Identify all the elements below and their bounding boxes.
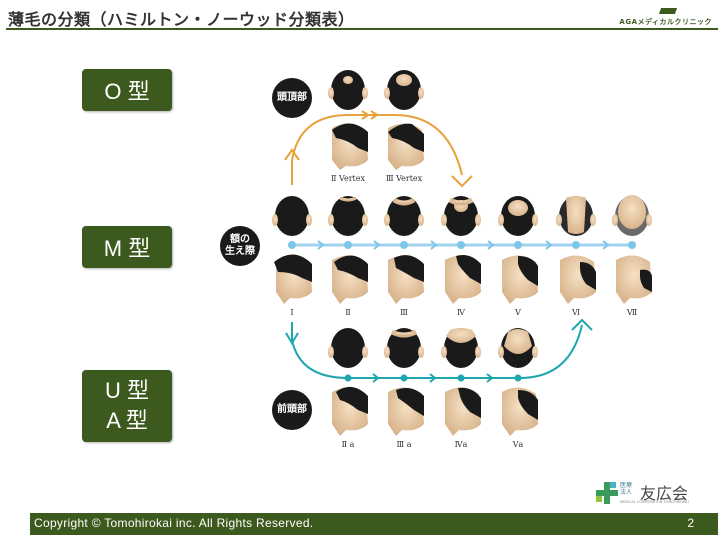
crown-label: 頭頂部: [272, 78, 312, 118]
top-view-anterior-3: [384, 328, 424, 368]
top-view-anterior-4: [441, 328, 481, 368]
vertex-arrow-mid-head: [361, 110, 370, 120]
side-view-stage-3: [388, 255, 424, 304]
stage-label-5: Ⅴ: [515, 308, 521, 317]
page-title: 薄毛の分類（ハミルトン・ノーウッド分類表）: [8, 10, 355, 29]
stage-label-1: Ⅰ: [290, 308, 294, 317]
top-view-stage-1: [272, 196, 312, 236]
front-label: 前頭部: [272, 390, 312, 430]
stage-label-4: Ⅳ: [457, 308, 465, 317]
side-view-anterior-2: [332, 386, 368, 436]
vertex-arrow-end-head: [451, 175, 473, 188]
hairline-progression-chevrons: [317, 240, 610, 250]
hairline-label-line2: 生え際: [225, 246, 255, 257]
hairline-label-line1: 額の: [230, 234, 250, 245]
top-view-stage-5: [498, 196, 538, 236]
top-view-anterior-5: [498, 328, 538, 368]
top-view-stage-3: [384, 196, 424, 236]
stage-label-vertex-3: Ⅲ Vertex: [385, 174, 423, 183]
page-number: 2: [687, 516, 694, 530]
hairline-progression-dots: [288, 241, 636, 249]
footer-bar: [30, 513, 718, 535]
type-o-label: O 型: [82, 69, 172, 111]
stage-label-7: Ⅶ: [626, 308, 638, 317]
stage-label-anterior-4: Ⅳa: [454, 440, 468, 449]
top-view-stage-6: [556, 196, 596, 236]
org-logo: 医療 法人 友広会 MEDICAL CORPORATION TOMOHIROKA…: [596, 480, 696, 508]
side-view-vertex-2: [332, 123, 368, 170]
type-a-label: A 型: [106, 408, 148, 433]
org-corp-label: 医療 法人: [620, 482, 633, 496]
stage-label-anterior-5: Ⅴa: [512, 440, 524, 449]
side-view-stage-6: [560, 255, 596, 304]
stage-label-anterior-3: Ⅲ a: [396, 440, 412, 449]
top-view-vertex-3: [384, 70, 424, 110]
stage-label-vertex-2: Ⅱ Vertex: [330, 174, 366, 183]
type-m-label: M 型: [82, 226, 172, 268]
stage-label-3: Ⅲ: [400, 308, 408, 317]
vertex-arrow-path: [291, 114, 463, 185]
side-view-stage-5: [502, 255, 538, 304]
side-view-anterior-4: [445, 387, 481, 436]
hairline-label: 額の 生え際: [220, 226, 260, 266]
side-view-vertex-3: [388, 123, 424, 170]
side-view-stage-4: [445, 255, 481, 304]
stage-label-anterior-2: Ⅱ a: [341, 440, 355, 449]
side-view-stage-2: [332, 255, 368, 304]
side-view-anterior-3: [388, 387, 424, 436]
top-view-stage-7: [612, 195, 652, 236]
top-view-anterior-2: [328, 328, 368, 368]
side-view-anterior-5: [502, 387, 538, 436]
stage-label-2: Ⅱ: [345, 308, 351, 317]
stage-label-6: Ⅵ: [571, 308, 581, 317]
vertex-arrow-start-head: [284, 148, 300, 161]
brand-name: AGAメディカルクリニック: [619, 18, 712, 26]
top-view-stage-4: [441, 196, 481, 236]
top-view-vertex-2: [328, 70, 368, 110]
type-u-label: U 型: [104, 378, 149, 403]
org-name: 友広会: [640, 484, 689, 503]
top-view-stage-2: [328, 196, 368, 236]
brand-logo: AGAメディカルクリニック: [592, 8, 712, 28]
org-subtitle: MEDICAL CORPORATION TOMOHIROKAI: [620, 500, 689, 504]
cross-logo-icon: [596, 482, 618, 504]
side-view-stage-1: [274, 254, 312, 304]
copyright: Copyright © Tomohirokai inc. All Rights …: [34, 516, 314, 530]
header-divider: [6, 28, 718, 30]
type-ua-label: U 型 A 型: [82, 370, 172, 442]
side-view-stage-7: [616, 255, 652, 304]
